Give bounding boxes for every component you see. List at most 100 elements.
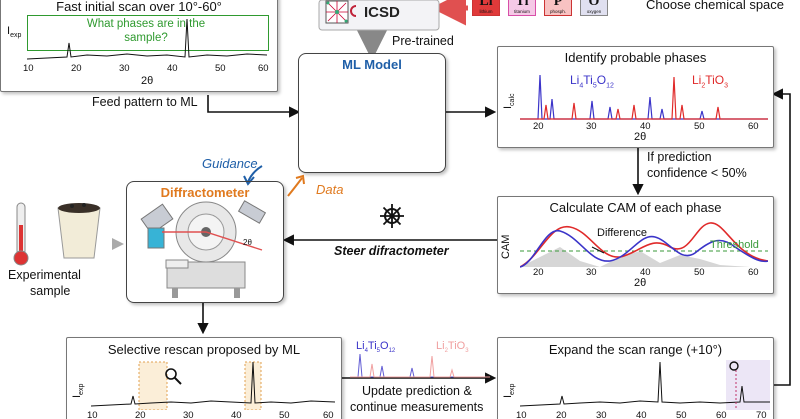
panel-title: Expand the scan range (+10°)	[548, 342, 723, 357]
faint-phase-label-red: Li2TiO3	[436, 340, 469, 355]
sample-cup-icon	[57, 203, 101, 259]
diffractometer-title: Diffractometer	[160, 185, 250, 200]
diffractometer-illustration	[140, 200, 267, 298]
icsd-database-icon	[318, 0, 440, 31]
expand-plot	[520, 360, 770, 410]
sample-label-line2: sample	[30, 284, 71, 298]
icsd-label: ICSD	[364, 4, 400, 21]
x-tick: 30	[586, 267, 597, 278]
x-tick: 50	[676, 410, 687, 419]
x-tick: 50	[694, 121, 705, 132]
feed-arrow	[207, 95, 301, 118]
x-tick: 40	[231, 410, 242, 419]
x-tick: 40	[636, 410, 647, 419]
identify-phases-panel: Identify probable phases Li4Ti5O12 Li2Ti…	[497, 46, 774, 148]
x-tick: 40	[640, 267, 651, 278]
condition-label-line2: confidence < 50%	[647, 166, 747, 180]
y-axis-label: Icalc	[502, 93, 517, 109]
x-tick: 30	[586, 121, 597, 132]
faint-phase-peaks	[350, 353, 490, 378]
x-tick: 10	[516, 410, 527, 419]
threshold-label: Threshold	[710, 239, 759, 251]
panel-title: Selective rescan proposed by ML	[107, 342, 301, 357]
rescan-panel: Selective rescan proposed by ML Iexp 10 …	[66, 337, 342, 419]
thermometer-icon	[13, 202, 29, 266]
pretrained-label: Pre-trained	[392, 34, 454, 48]
x-tick: 20	[533, 267, 544, 278]
y-axis-label: Iexp	[71, 383, 86, 398]
steer-label: Steer difractometer	[334, 244, 449, 258]
ml-model-panel: ML Model	[298, 53, 446, 173]
cam-blue-curve	[520, 230, 768, 268]
x-tick: 20	[533, 121, 544, 132]
panel-title: Fast initial scan over 10°-60°	[56, 0, 222, 14]
phase-red-peaks	[520, 76, 768, 120]
phase-label-li4ti5o12: Li4Ti5O12	[570, 73, 614, 90]
x-tick: 60	[323, 410, 334, 419]
ship-wheel-icon	[380, 204, 404, 228]
cam-red-curve	[520, 222, 768, 268]
panel-title: Identify probable phases	[564, 50, 707, 65]
cam-plot	[520, 222, 768, 268]
x-tick: 10	[23, 63, 34, 74]
x-axis-label: 2θ	[634, 131, 647, 143]
initial-scan-panel: Fast initial scan over 10°-60° What phas…	[0, 0, 278, 92]
data-label: Data	[316, 182, 344, 197]
x-tick: 60	[716, 410, 727, 419]
x-tick: 50	[694, 267, 705, 278]
question-box	[27, 15, 269, 51]
y-axis-label: Iexp	[502, 383, 517, 398]
identify-plot	[520, 74, 768, 120]
x-tick: 30	[119, 63, 130, 74]
x-tick: 50	[279, 410, 290, 419]
initial-scan-plot	[27, 18, 267, 60]
x-tick: 70	[756, 410, 767, 419]
ml-model-title: ML Model	[342, 57, 402, 72]
sample-label-line1: Experimental	[8, 268, 81, 282]
rescan-plot	[91, 361, 335, 410]
sample-arrow	[112, 238, 124, 250]
feed-label: Feed pattern to ML	[92, 95, 198, 109]
cam-panel: Calculate CAM of each phase Difference T…	[497, 196, 774, 294]
panel-title: Calculate CAM of each phase	[549, 200, 722, 215]
expand-panel: Expand the scan range (+10°) Iexp 10 20 …	[497, 337, 774, 419]
x-axis-label: 2θ	[634, 277, 647, 289]
difference-label: Difference	[597, 227, 647, 239]
question-text: What phases are in the sample?	[86, 18, 206, 44]
update-label-line1: Update prediction &	[362, 384, 472, 398]
diffractometer-panel: Diffractometer 2θ	[126, 181, 284, 303]
x-tick: 50	[215, 63, 226, 74]
x-tick: 60	[258, 63, 269, 74]
x-tick: 40	[167, 63, 178, 74]
faint-phase-label-blue: Li4Ti5O12	[356, 340, 396, 355]
loop-arrow	[771, 88, 791, 386]
x-tick: 40	[640, 121, 651, 132]
x-tick: 20	[556, 410, 567, 419]
x-tick: 10	[87, 410, 98, 419]
x-tick: 60	[748, 267, 759, 278]
phase-label-li2tio3: Li2TiO3	[692, 73, 729, 90]
choose-chemical-space-label: Choose chemical space	[646, 0, 785, 12]
x-tick: 30	[183, 410, 194, 419]
guidance-arrow	[247, 165, 263, 183]
x-tick: 20	[135, 410, 146, 419]
y-axis-label: CAM	[500, 234, 512, 259]
x-axis-label: 2θ	[141, 75, 154, 87]
theta-label: 2θ	[243, 238, 252, 247]
pointer-icon	[729, 361, 739, 371]
magnifier-icon	[165, 368, 177, 380]
x-tick: 20	[71, 63, 82, 74]
guidance-label: Guidance	[202, 156, 258, 171]
y-axis-label: Iexp	[7, 25, 22, 40]
x-tick: 60	[748, 121, 759, 132]
update-label-line2: continue measurements	[350, 400, 484, 414]
condition-label-line1: If prediction	[647, 150, 712, 164]
phase-blue-peaks	[520, 74, 768, 120]
data-arrow	[287, 177, 303, 197]
